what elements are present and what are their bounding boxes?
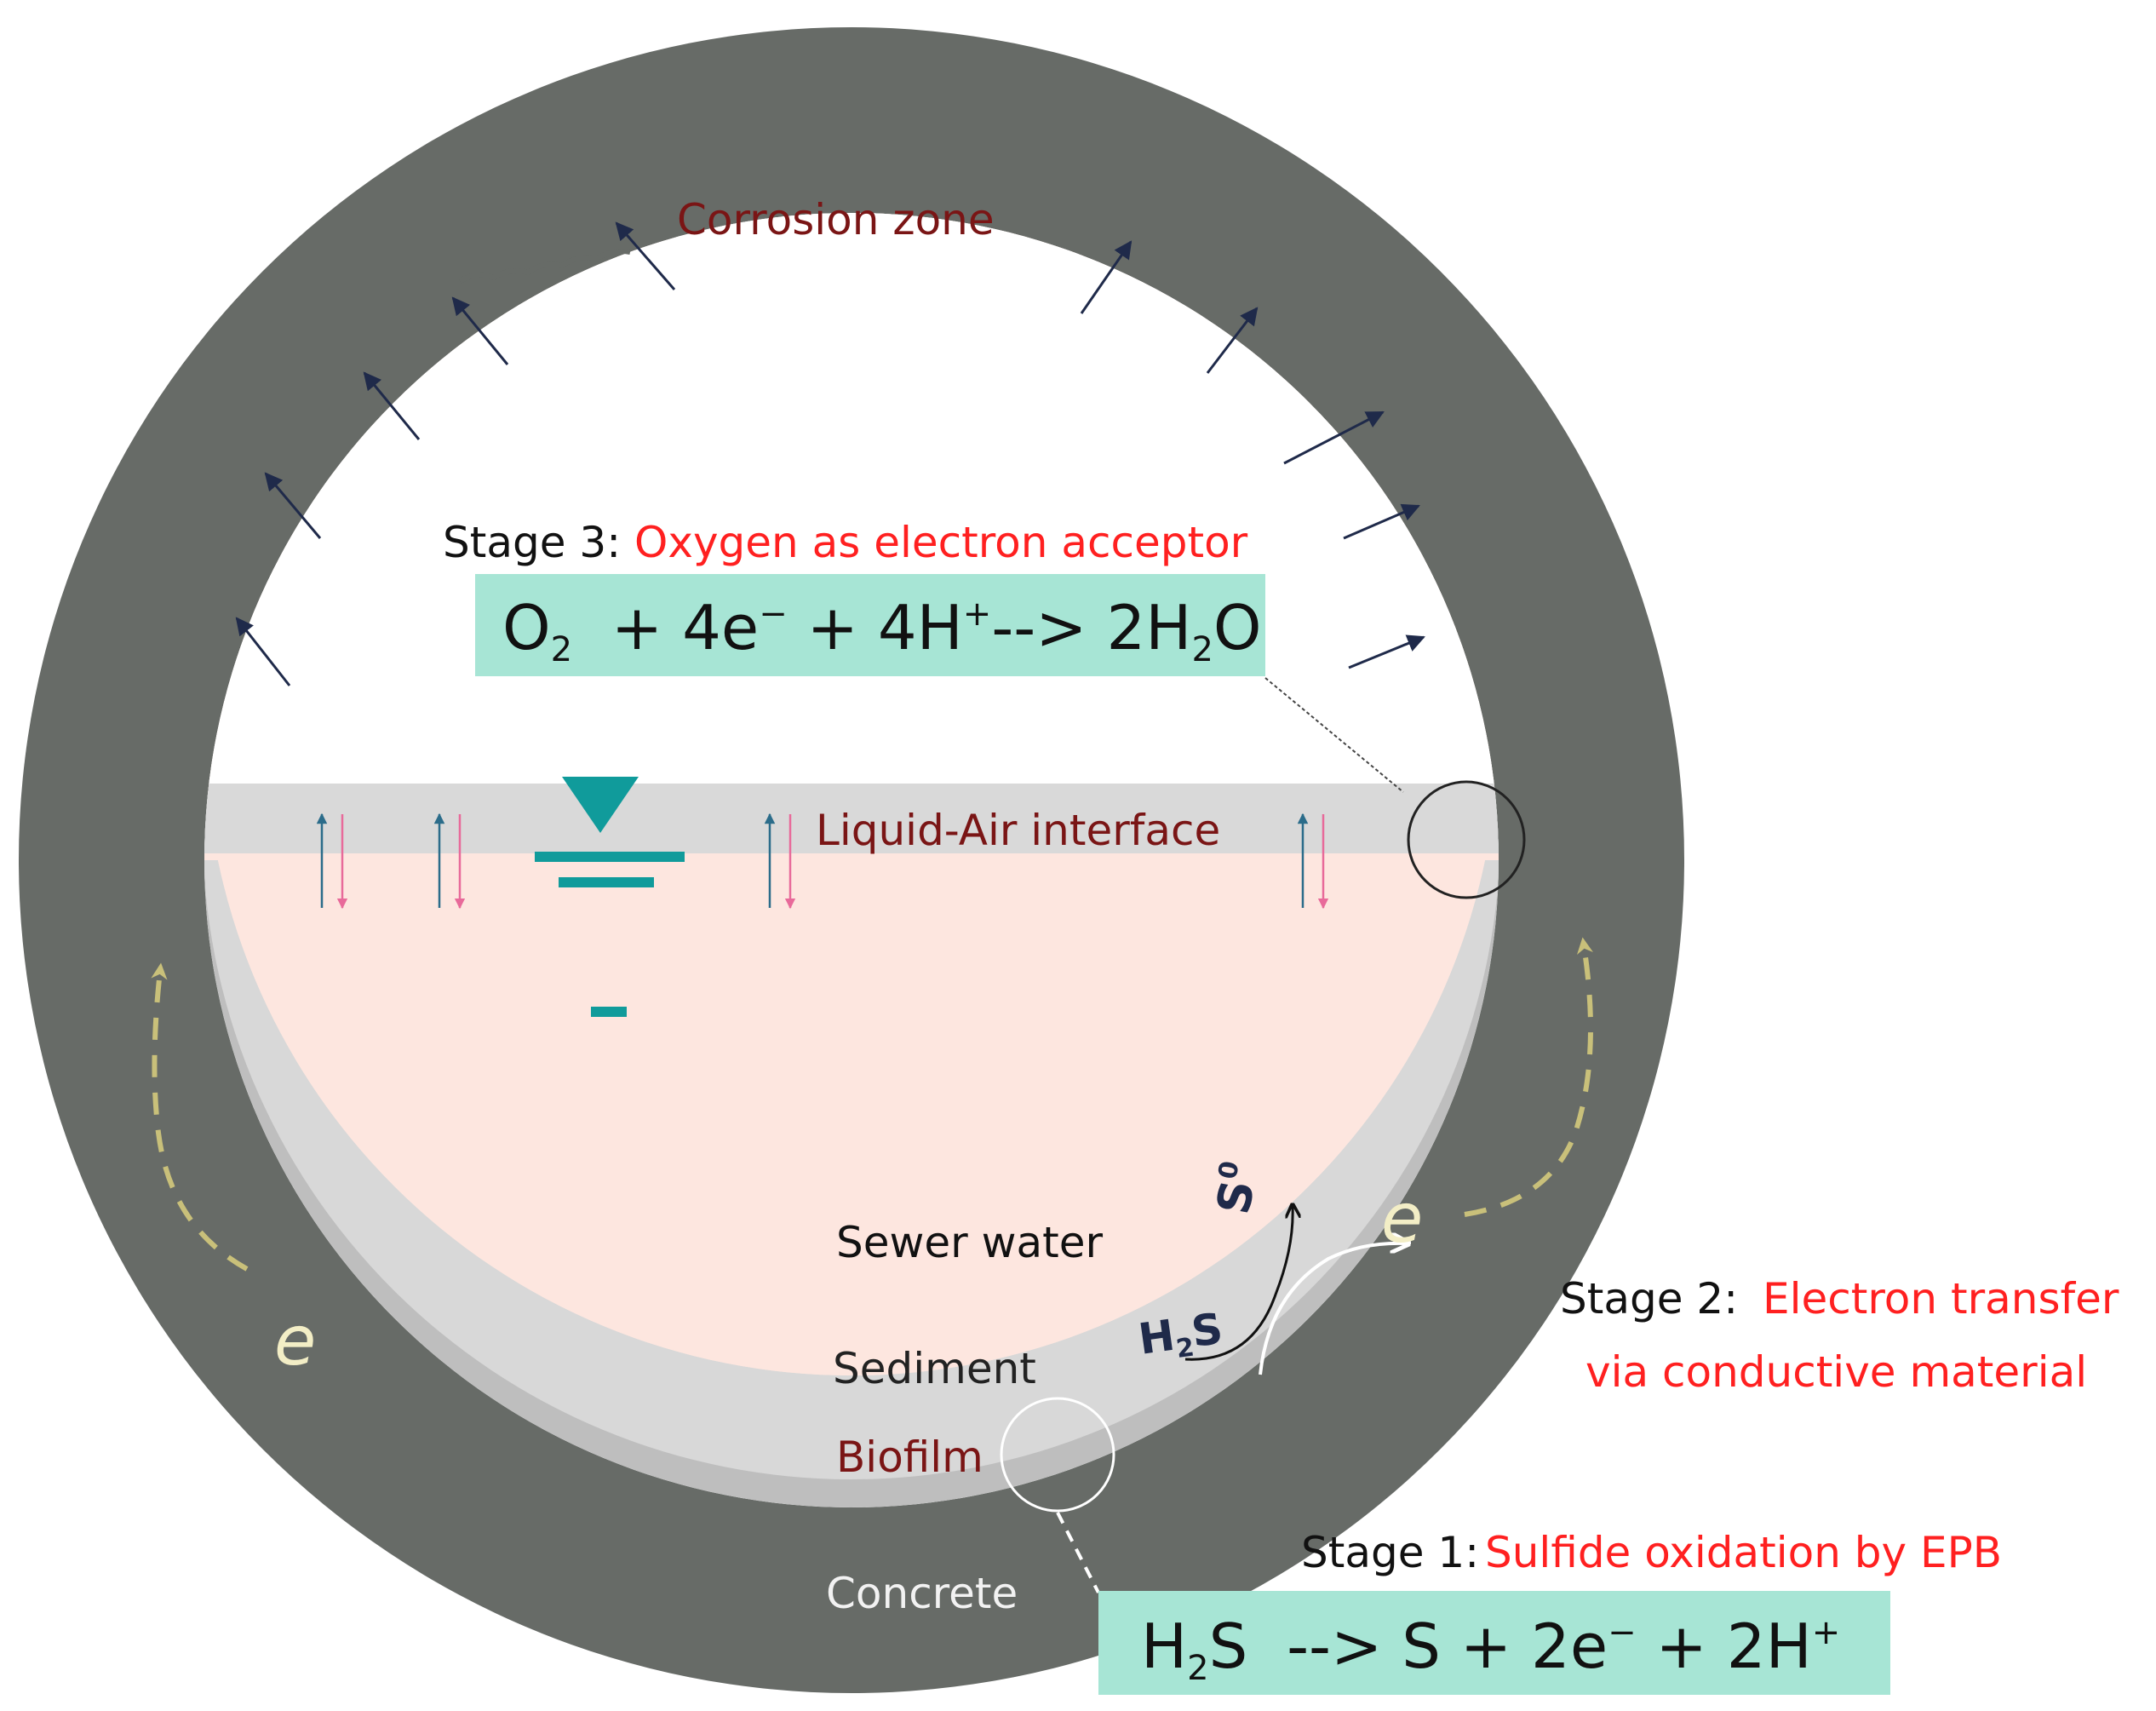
eq1-part-b: + 2H (1637, 1611, 1812, 1682)
biofilm-highlight-circle (1000, 1397, 1115, 1513)
electron-path-left (151, 962, 249, 1272)
corrosion-arrow (1348, 634, 1425, 669)
eq3-minus: − (759, 594, 788, 634)
electron-release-arrow (1259, 1243, 1407, 1375)
sewer-water-label: Sewer water (836, 1218, 1104, 1267)
biofilm-label: Biofilm (836, 1433, 983, 1482)
water-level-line-1 (535, 852, 685, 862)
stage1-equation-box (1098, 1591, 1890, 1695)
corrosion-zone-label: Corrosion zone (677, 195, 995, 244)
stage1-title: Sulfide oxidation by EPB (1485, 1528, 2002, 1577)
interface-side-left (204, 784, 1499, 853)
electron-path-right (1464, 937, 1593, 1217)
stage1-leader-line (1056, 1512, 1100, 1593)
stage2-title-line1: Electron transfer (1763, 1274, 2119, 1323)
corrosion-arrow (264, 472, 322, 539)
h2s-species: H2S (1136, 1304, 1227, 1369)
s0-species: S0 (1207, 1158, 1268, 1218)
water-body (204, 853, 1499, 1375)
stage1-prefix: Stage 1: (1301, 1528, 1479, 1577)
water-level-line-2 (559, 877, 654, 887)
water-level-dash (591, 1007, 627, 1017)
eq1-part-a: S --> S + 2e (1209, 1611, 1608, 1682)
eq3-o-sub: 2 (551, 630, 572, 669)
h2s-sub: 2 (1174, 1332, 1196, 1364)
eq3-part-b: + 4H (788, 592, 963, 663)
stage3-equation-box (475, 574, 1265, 676)
eq1-plus: + (1812, 1613, 1841, 1652)
eq3-part-a: + 4e (572, 592, 759, 663)
eq1-h-sub: 2 (1187, 1649, 1208, 1688)
eq3-part-c: --> 2H (991, 592, 1191, 663)
eq1-h: H (1141, 1611, 1187, 1682)
h2s-h: H (1136, 1311, 1178, 1364)
eq1-minus: − (1608, 1613, 1637, 1652)
eq3-plus: + (963, 594, 992, 634)
stage2-title-line2: via conductive material (1585, 1347, 2087, 1397)
corrosion-arrow (1080, 240, 1132, 314)
concrete-label: Concrete (826, 1569, 1018, 1618)
water-level-triangle (562, 777, 639, 833)
corrosion-arrow (615, 221, 676, 290)
stage1-equation: H2S --> S + 2e− + 2H+ (1141, 1611, 1840, 1688)
sediment-label: Sediment (833, 1344, 1036, 1393)
corrosion-arrow (1283, 411, 1385, 465)
interface-highlight-circle (1407, 780, 1526, 899)
stage3-equation: O2 + 4e− + 4H+--> 2H2O (502, 592, 1262, 669)
corrosion-arrows (235, 221, 1425, 686)
corrosion-arrow (363, 371, 421, 440)
h2s-to-s0-arrow (1184, 1206, 1293, 1361)
gas-exchange-arrows (316, 812, 1329, 910)
stage3-prefix: Stage 3: (443, 518, 621, 567)
corrosion-roughness (458, 249, 631, 284)
corrosion-arrow (1343, 503, 1420, 540)
corrosion-arrow (451, 296, 509, 365)
electron-label-left: e (274, 1301, 316, 1381)
stage3-title: Oxygen as electron acceptor (634, 518, 1248, 567)
corrosion-arrow (1206, 307, 1259, 374)
h2s-s: S (1189, 1304, 1226, 1357)
corrosion-arrow (235, 617, 291, 686)
stage2-prefix: Stage 2: (1560, 1274, 1738, 1323)
electron-label-right: e (1381, 1179, 1423, 1258)
eq3-h-sub: 2 (1191, 630, 1213, 669)
eq3-part-d: O (1213, 592, 1262, 663)
liquid-air-interface-label: Liquid-Air interface (816, 806, 1220, 855)
stage3-leader-line (1264, 677, 1404, 793)
eq3-o: O (502, 592, 551, 663)
